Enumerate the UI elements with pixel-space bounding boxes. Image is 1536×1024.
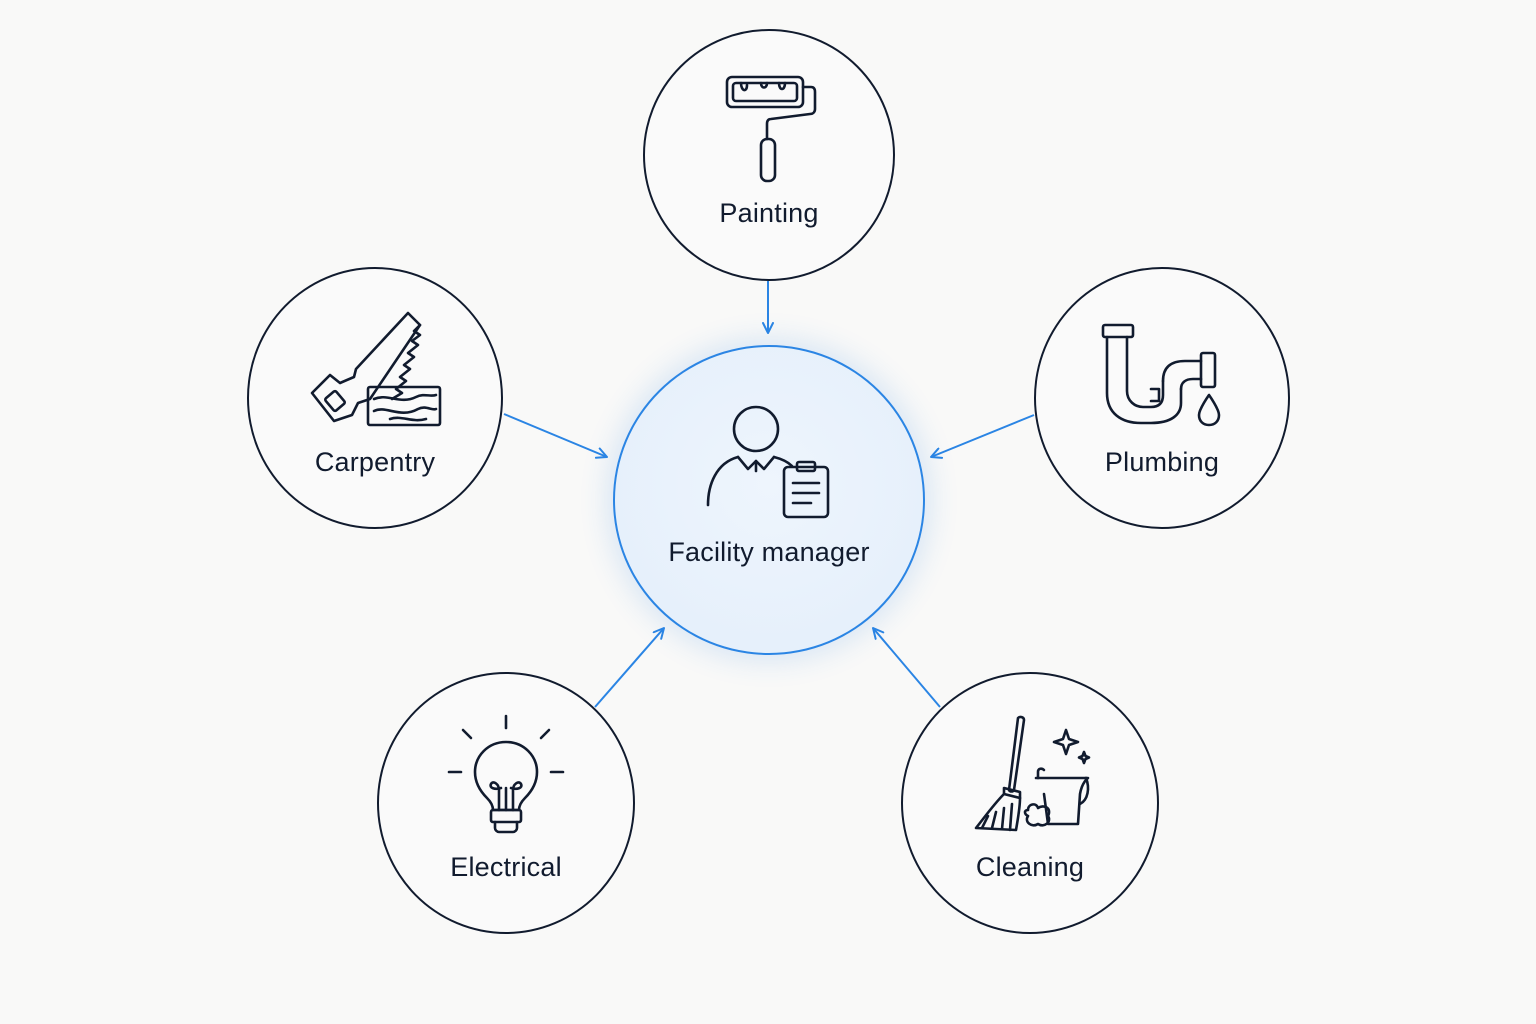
carpentry-label: Carpentry <box>314 447 436 477</box>
painting-label: Painting <box>719 198 819 228</box>
broom-bucket-icon <box>968 714 1092 834</box>
electrical-node: Electrical <box>377 672 635 934</box>
light-bulb-icon <box>445 712 567 836</box>
facility-manager-node: Facility manager <box>613 345 925 655</box>
paint-roller-icon <box>721 71 817 185</box>
arrow-plumbing-to-center <box>930 414 1035 459</box>
saw-wood-icon <box>308 307 442 429</box>
plumbing-label: Plumbing <box>1104 447 1220 477</box>
arrow-electrical-to-center <box>594 627 665 708</box>
pipe-drop-icon <box>1101 323 1223 427</box>
facility-manager-label: Facility manager <box>668 537 870 567</box>
carpentry-node: Carpentry <box>247 267 503 529</box>
arrow-cleaning-to-center <box>872 627 941 708</box>
electrical-label: Electrical <box>450 852 562 882</box>
arrow-carpentry-to-center <box>503 413 608 459</box>
painting-node: Painting <box>643 29 895 281</box>
plumbing-node: Plumbing <box>1034 267 1290 529</box>
cleaning-node: Cleaning <box>901 672 1159 934</box>
facility-manager-clipboard-icon <box>704 399 834 521</box>
cleaning-label: Cleaning <box>975 852 1085 882</box>
